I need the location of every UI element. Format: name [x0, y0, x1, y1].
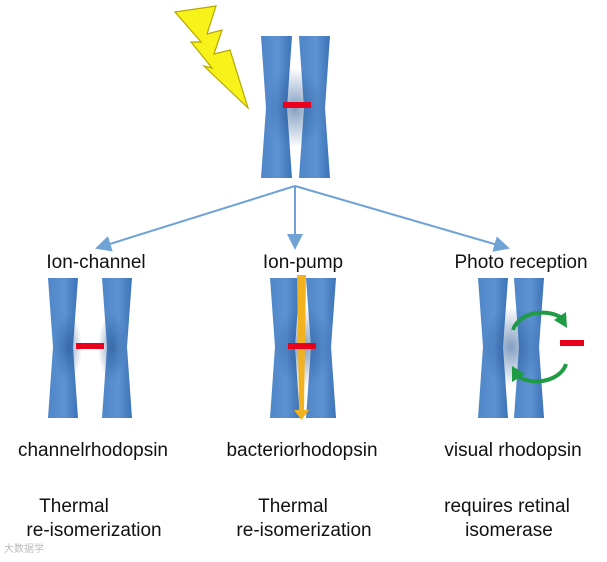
note-ion-channel-line1: Thermal — [39, 496, 109, 517]
ion-pump-protein — [270, 275, 336, 420]
lightning-bolt-icon — [173, 5, 250, 111]
protein-name-visual-rhodopsin: visual rhodopsin — [444, 440, 582, 461]
note-photo-reception-line2: isomerase — [465, 520, 553, 541]
retinal-bar — [288, 343, 316, 349]
note-photo-reception-line1: requires retinal — [444, 496, 570, 517]
ion-channel-protein — [48, 278, 132, 418]
protein-name-bacteriorhodopsin: bacteriorhodopsin — [226, 440, 378, 461]
note-ion-pump-line1: Thermal — [258, 496, 328, 517]
note-ion-channel-line2: re-isomerization — [26, 520, 162, 541]
note-ion-pump-line2: re-isomerization — [236, 520, 372, 541]
branch-arrows — [95, 185, 510, 252]
arrow-to-photo-reception — [294, 185, 510, 252]
branch-title-ion-channel: Ion-channel — [46, 252, 146, 273]
watermark: 大数据学 — [4, 544, 44, 555]
branch-title-photo-reception: Photo reception — [454, 252, 588, 273]
retinal-bar — [560, 340, 584, 346]
top-protein — [261, 36, 330, 178]
arrow-to-ion-channel — [95, 185, 296, 252]
branch-title-ion-pump: Ion-pump — [262, 252, 344, 273]
retinal-bar — [283, 102, 311, 108]
photo-reception-protein — [478, 278, 584, 418]
protein-name-channelrhodopsin: channelrhodopsin — [17, 440, 169, 461]
retinal-bar — [76, 343, 104, 349]
isomerization-cycle-icon — [511, 310, 568, 384]
